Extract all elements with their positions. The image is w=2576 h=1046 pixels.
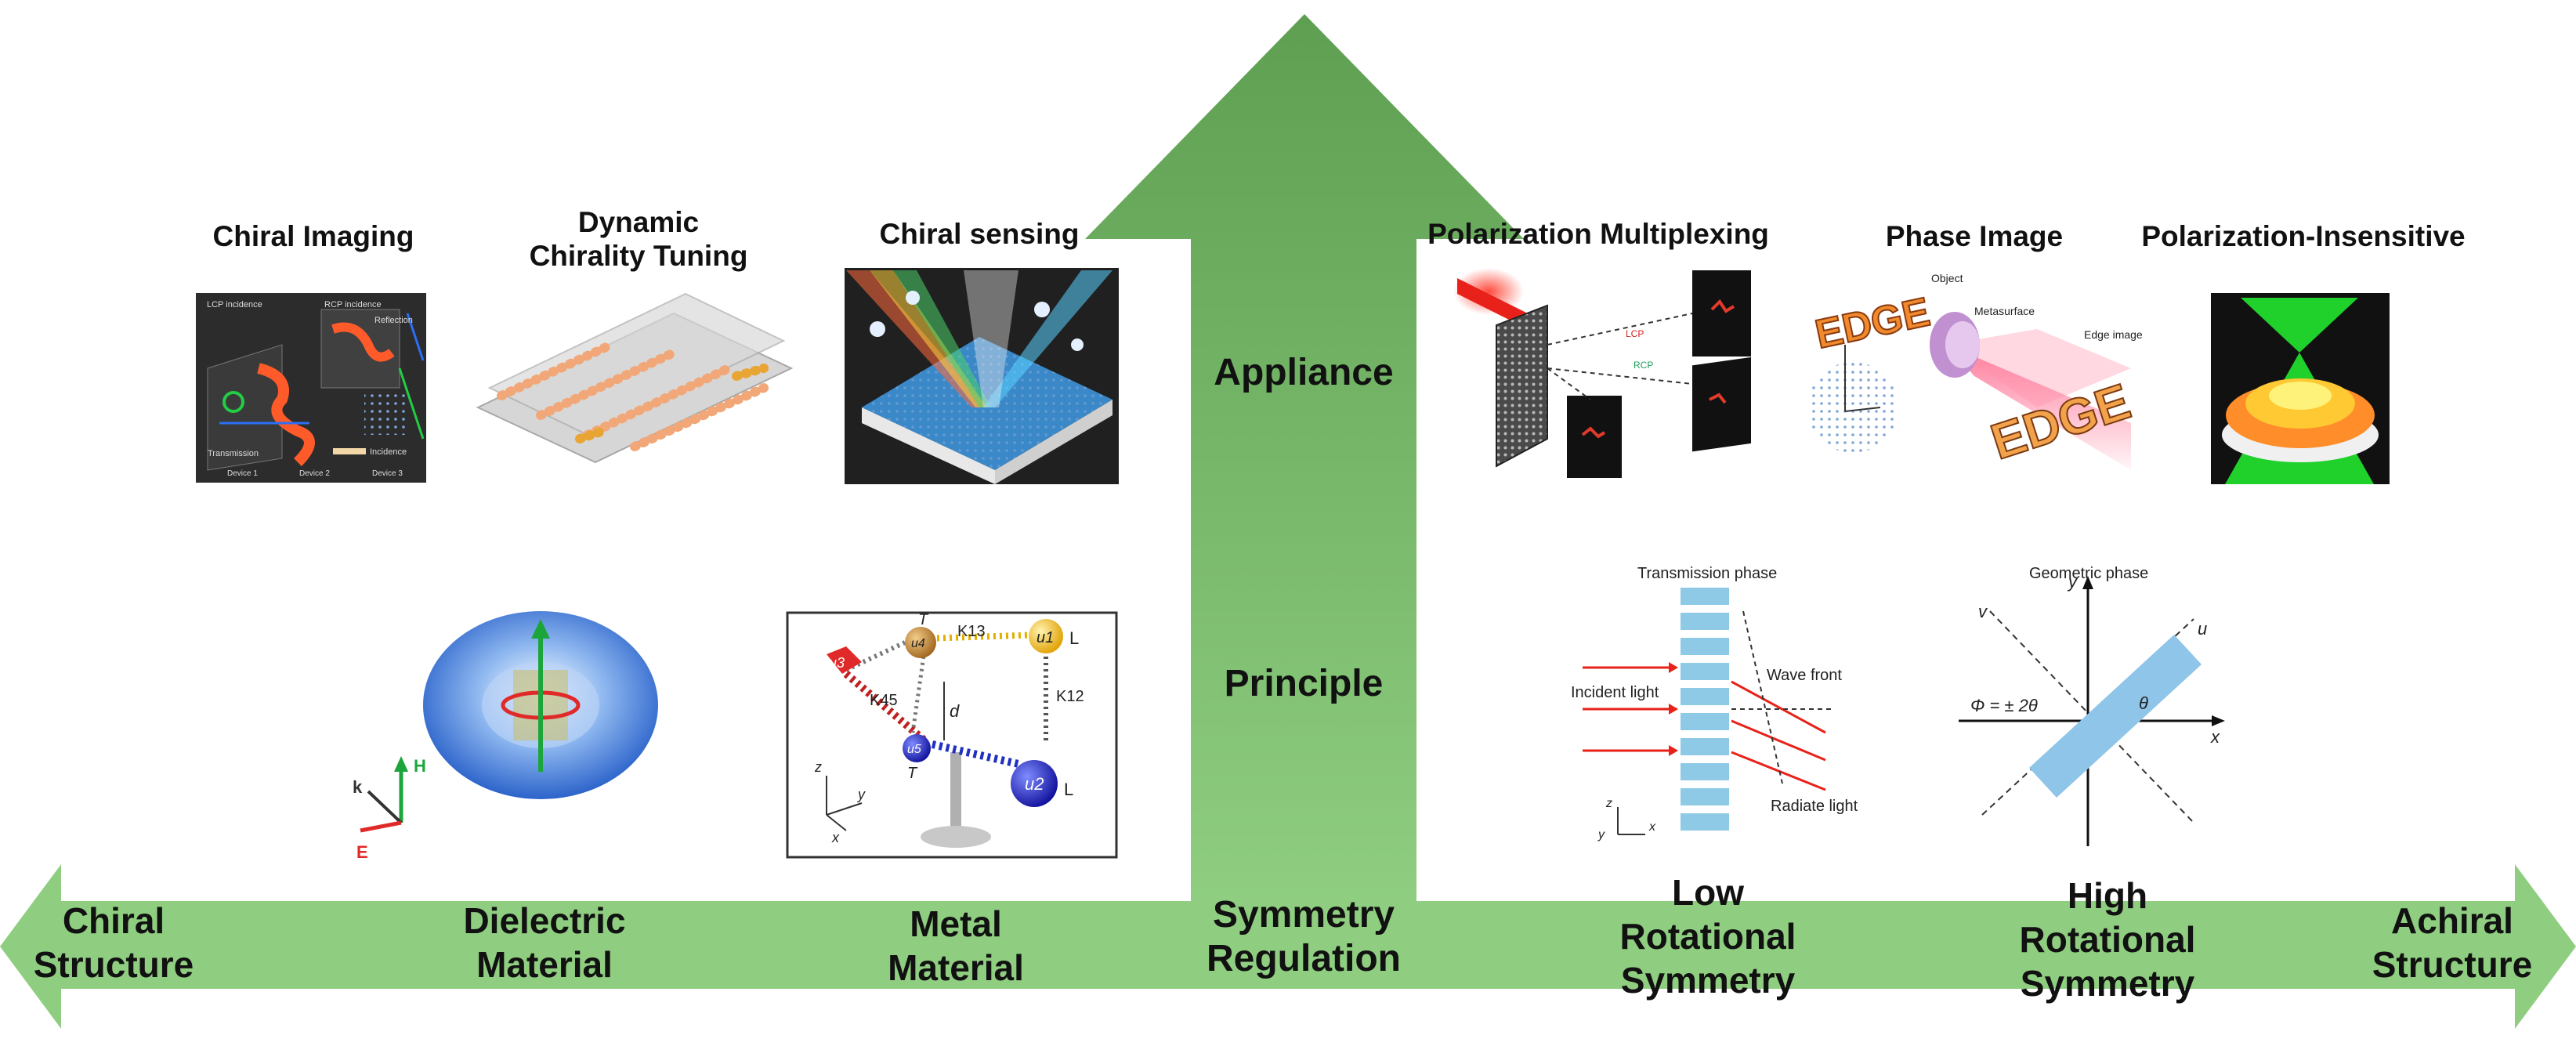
label-axis-x-gp: x <box>2210 727 2220 747</box>
label-edge-image: Edge image <box>2084 328 2143 341</box>
axis-chiral-line2: Structure <box>33 944 194 985</box>
axis-chiral-line1: Chiral <box>62 900 165 941</box>
label-axis-u: u <box>2198 619 2207 639</box>
horizontal-axis-arrow <box>0 864 2576 1029</box>
axis-achiral-line2: Structure <box>2372 944 2533 985</box>
title-polarization-insensitive: Polarization-Insensitive <box>2141 220 2466 252</box>
label-l-bottom: L <box>1064 780 1073 799</box>
label-rcp-incidence: RCP incidence <box>324 300 382 309</box>
stage-appliance: Appliance <box>1214 352 1394 393</box>
label-metasurface: Metasurface <box>1974 305 2035 317</box>
label-u1: u1 <box>1037 629 1054 646</box>
label-l-top: L <box>1069 628 1079 648</box>
label-u4: u4 <box>911 637 925 650</box>
axis-high-line3: Symmetry <box>2020 963 2195 1004</box>
label-axis-z-metal: z <box>814 759 822 775</box>
label-d: d <box>950 701 960 721</box>
axis-metal-line2: Material <box>888 947 1024 988</box>
phase-image-panel: EDGE EDGE Object Metasurface Edge image <box>1807 272 2143 471</box>
label-u2: u2 <box>1025 774 1044 794</box>
stage-symmetry-line2: Regulation <box>1207 938 1401 979</box>
transmission-stripes <box>1681 588 1729 831</box>
label-lcp: LCP <box>1626 328 1644 339</box>
geometric-phase-panel: Geometric phase Φ = ± 2θ θ u v x y <box>1959 565 2225 846</box>
stage-symmetry-line1: Symmetry <box>1212 894 1395 936</box>
label-u3: u3 <box>829 655 845 671</box>
label-k13: K13 <box>957 623 986 640</box>
title-dynamic-line2: Chirality Tuning <box>529 240 748 272</box>
label-t-top: T <box>918 611 929 628</box>
axis-metal-line1: Metal <box>910 903 1002 944</box>
label-axis-v: v <box>1978 602 1988 621</box>
label-transmission-phase: Transmission phase <box>1637 565 1777 582</box>
title-chiral-sensing: Chiral sensing <box>879 218 1080 250</box>
title-chiral-imaging: Chiral Imaging <box>212 220 414 252</box>
label-axis-y-metal: y <box>856 787 866 802</box>
axis-low-line3: Symmetry <box>1620 960 1796 1001</box>
label-axis-x-tp: x <box>1648 820 1656 834</box>
title-polarization-multiplexing: Polarization Multiplexing <box>1427 218 1769 250</box>
label-object: Object <box>1931 272 1963 284</box>
axis-high-line2: Rotational <box>2019 919 2196 960</box>
axis-dielectric-line1: Dielectric <box>463 900 626 941</box>
label-k12: K12 <box>1056 688 1084 705</box>
chiral-imaging-panel: LCP incidence RCP incidence Reflection T… <box>196 293 426 483</box>
label-e-field: E <box>356 842 368 862</box>
label-axis-y-gp: y <box>2067 572 2079 592</box>
label-device-3: Device 3 <box>372 469 403 478</box>
dynamic-chirality-panel <box>476 292 794 464</box>
label-radiate-light: Radiate light <box>1771 798 1858 815</box>
label-geometric-phase: Geometric phase <box>2029 565 2148 582</box>
label-rcp: RCP <box>1634 360 1653 371</box>
label-transmission: Transmission <box>208 449 259 458</box>
label-axis-y-tp: y <box>1597 828 1605 842</box>
transmission-phase-panel: Transmission phase Incident light Wave f… <box>1571 565 1858 842</box>
label-wave-front: Wave front <box>1767 667 1842 684</box>
label-u5: u5 <box>907 743 921 756</box>
label-device-2: Device 2 <box>299 469 330 478</box>
title-dynamic-line1: Dynamic <box>577 206 700 238</box>
label-h-field: H <box>414 756 426 776</box>
axis-low-line1: Low <box>1672 872 1744 913</box>
label-k45: K45 <box>870 692 898 709</box>
label-axis-z-tp: z <box>1605 797 1612 810</box>
label-device-1: Device 1 <box>227 469 258 478</box>
vertical-up-arrow <box>1085 14 1524 901</box>
label-reflection: Reflection <box>374 316 413 325</box>
polarization-insensitive-panel <box>2211 293 2390 484</box>
axis-achiral-line1: Achiral <box>2391 900 2513 941</box>
label-phi-formula: Φ = ± 2θ <box>1970 696 2038 715</box>
metal-spring-model-panel: u1 u2 u3 u4 u5 T T K13 K12 K45 d L L z y… <box>786 611 1118 859</box>
chiral-sensing-panel <box>845 268 1119 484</box>
axis-low-line2: Rotational <box>1619 916 1796 957</box>
label-t-bottom: T <box>907 765 918 782</box>
title-phase-image: Phase Image <box>1885 220 2064 252</box>
label-incidence: Incidence <box>370 447 407 457</box>
label-k-vector: k <box>353 777 363 797</box>
label-lcp-incidence: LCP incidence <box>207 300 262 309</box>
axis-dielectric-line2: Material <box>476 944 613 985</box>
polarization-multiplexing-panel: LCP RCP <box>1453 268 1751 478</box>
stage-principle: Principle <box>1224 663 1384 704</box>
edge-object-text: EDGE <box>1811 289 1934 357</box>
dielectric-torus-panel: H k E <box>353 611 658 862</box>
bead-chains <box>497 340 769 451</box>
label-theta: θ <box>2139 693 2148 713</box>
label-axis-x-metal: x <box>831 830 840 845</box>
label-incident-light: Incident light <box>1571 684 1659 701</box>
axis-high-line1: High <box>2067 875 2148 916</box>
